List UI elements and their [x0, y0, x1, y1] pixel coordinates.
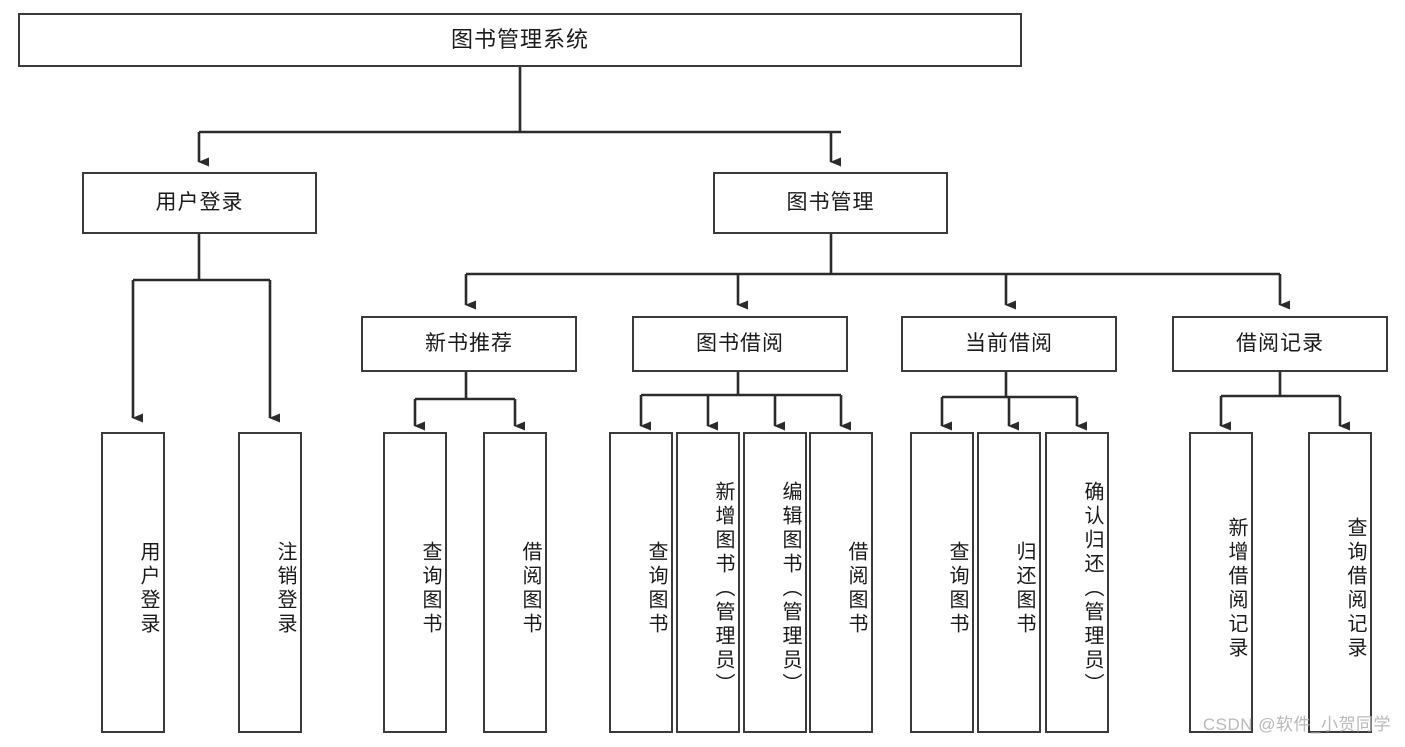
node-new-book-rec-label: 新书推荐 [425, 332, 513, 356]
node-borrow-record-label: 借阅记录 [1236, 332, 1324, 356]
node-leaf-add-record-label: 新增借阅记录 [1225, 516, 1247, 661]
node-leaf-return-book-label: 归还图书 [1013, 540, 1035, 637]
node-leaf-query-book-1[interactable]: 查询图书 [383, 432, 447, 733]
node-leaf-confirm-return-label: 确认归还（管理员） [1081, 480, 1103, 697]
node-leaf-user-login-label: 用户登录 [137, 540, 159, 637]
node-leaf-add-book-label: 新增图书（管理员） [712, 480, 734, 697]
node-leaf-confirm-return[interactable]: 确认归还（管理员） [1045, 432, 1109, 733]
node-leaf-return-book[interactable]: 归还图书 [977, 432, 1041, 733]
node-leaf-query-book-3[interactable]: 查询图书 [910, 432, 974, 733]
node-book-borrow-label: 图书借阅 [696, 332, 784, 356]
node-user-login-label: 用户登录 [155, 191, 244, 215]
node-leaf-query-record-label: 查询借阅记录 [1344, 516, 1366, 661]
csdn-watermark: CSDN @软件_小贺同学 [1202, 715, 1391, 734]
node-user-login[interactable]: 用户登录 [82, 172, 317, 234]
node-leaf-logout[interactable]: 注销登录 [238, 432, 302, 733]
node-leaf-borrow-book-1-label: 借阅图书 [519, 540, 541, 637]
node-leaf-user-login[interactable]: 用户登录 [101, 432, 165, 733]
node-current-borrow-label: 当前借阅 [965, 332, 1053, 356]
node-leaf-logout-label: 注销登录 [274, 540, 296, 637]
node-leaf-query-book-2[interactable]: 查询图书 [609, 432, 673, 733]
node-leaf-query-book-3-label: 查询图书 [946, 540, 968, 637]
node-leaf-borrow-book-1[interactable]: 借阅图书 [483, 432, 547, 733]
node-book-borrow[interactable]: 图书借阅 [632, 316, 848, 372]
node-leaf-add-record[interactable]: 新增借阅记录 [1189, 432, 1253, 733]
node-borrow-record[interactable]: 借阅记录 [1172, 316, 1388, 372]
node-leaf-borrow-book-2[interactable]: 借阅图书 [809, 432, 873, 733]
node-book-manage[interactable]: 图书管理 [713, 172, 948, 234]
node-leaf-borrow-book-2-label: 借阅图书 [845, 540, 867, 637]
node-current-borrow[interactable]: 当前借阅 [901, 316, 1117, 372]
node-leaf-edit-book[interactable]: 编辑图书（管理员） [743, 432, 807, 733]
node-leaf-query-book-2-label: 查询图书 [645, 540, 667, 637]
node-leaf-query-book-1-label: 查询图书 [419, 540, 441, 637]
node-new-book-rec[interactable]: 新书推荐 [361, 316, 577, 372]
node-root-label: 图书管理系统 [450, 26, 589, 52]
node-leaf-add-book[interactable]: 新增图书（管理员） [676, 432, 740, 733]
node-leaf-edit-book-label: 编辑图书（管理员） [779, 480, 801, 697]
node-leaf-query-record[interactable]: 查询借阅记录 [1308, 432, 1372, 733]
node-book-manage-label: 图书管理 [786, 191, 875, 215]
node-root[interactable]: 图书管理系统 [18, 13, 1022, 67]
